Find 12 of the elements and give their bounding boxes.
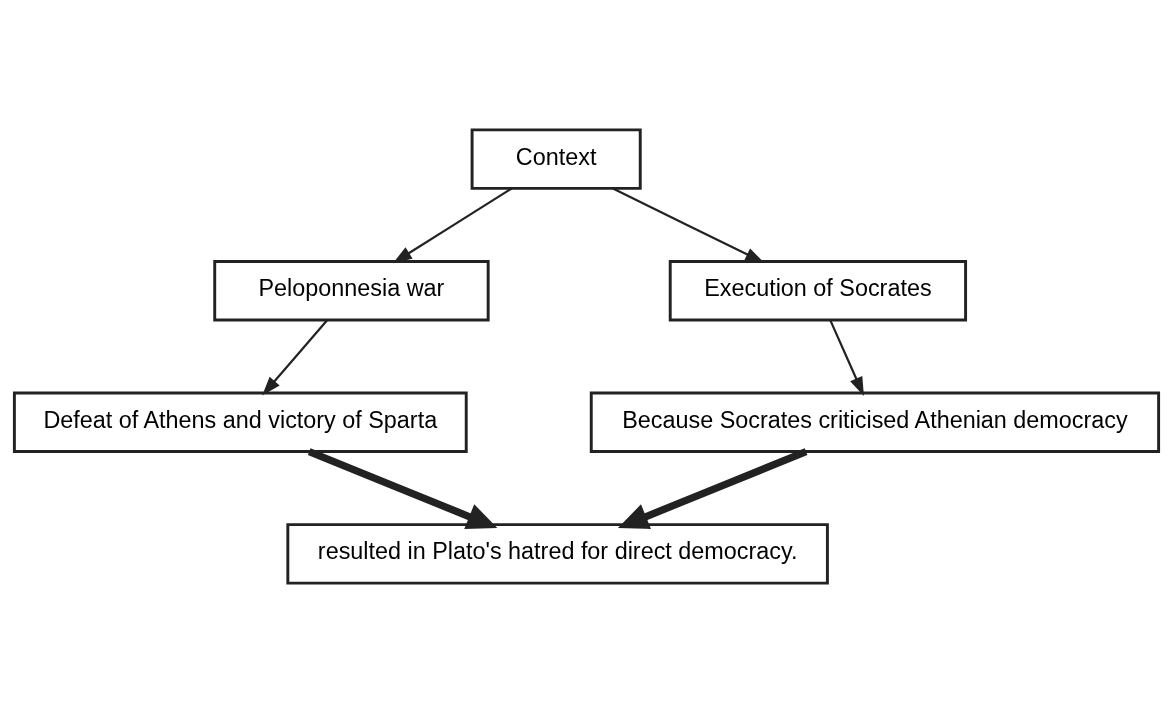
node-box: Because Socrates criticised Athenian democracy [589, 391, 1161, 453]
arrow [262, 319, 329, 396]
arrow [612, 187, 765, 263]
node-box: Peloponnesia war [213, 260, 490, 322]
node-box: Defeat of Athens and victory of Sparta [12, 391, 468, 453]
node-box: Execution of Socrates [668, 260, 968, 322]
arrow [307, 448, 498, 529]
arrow [829, 319, 864, 396]
node-box: resulted in Plato's hatred for direct democracy. [286, 523, 829, 585]
arrow [392, 187, 513, 264]
node-box: Context [470, 128, 642, 190]
arrow [617, 448, 808, 529]
